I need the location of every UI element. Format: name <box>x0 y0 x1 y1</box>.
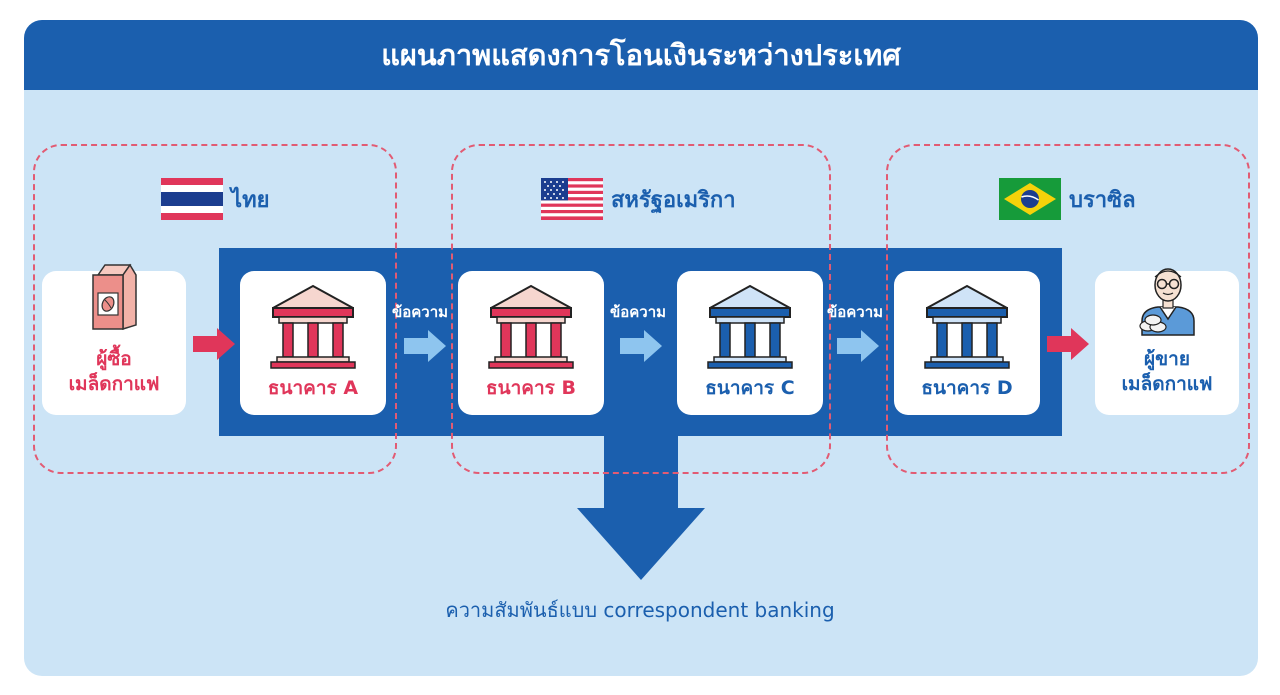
message-arrow-icon <box>837 330 879 362</box>
bank-building-icon <box>270 284 356 369</box>
seller-label-line1: ผู้ขาย <box>1144 348 1190 370</box>
buyer-card: ผู้ซื้อ เมล็ดกาแฟ <box>42 263 186 415</box>
message-arrow-icon <box>620 330 662 362</box>
bank-card-b: ธนาคาร B <box>458 271 604 415</box>
seller-icon <box>1139 268 1195 336</box>
country-name: ไทย <box>231 187 270 213</box>
diagram-title: แผนภาพแสดงการโอนเงินระหว่างประเทศ <box>24 20 1258 90</box>
region-usa <box>451 144 831 474</box>
region-thailand <box>33 144 397 474</box>
bank-card-c: ธนาคาร C <box>677 271 823 415</box>
country-name: บราซิล <box>1069 187 1136 213</box>
usa-flag-icon <box>541 178 603 220</box>
country-usa: สหรัฐอเมริกา <box>541 178 736 220</box>
arrow-right-icon <box>1047 328 1089 360</box>
bank-building-icon <box>707 284 793 369</box>
message-label: ข้อความ <box>827 303 884 321</box>
thailand-flag-icon <box>161 178 223 220</box>
bank-card-d: ธนาคาร D <box>894 271 1040 415</box>
country-thailand: ไทย <box>161 178 269 220</box>
bank-label: ธนาคาร B <box>486 377 576 399</box>
diagram-caption: ความสัมพันธ์แบบ correspondent banking <box>445 598 835 622</box>
bank-label: ธนาคาร C <box>705 377 795 399</box>
seller-label-line2: เมล็ดกาแฟ <box>1121 373 1213 395</box>
buyer-label-line1: ผู้ซื้อ <box>96 348 132 370</box>
bank-card-a: ธนาคาร A <box>240 271 386 415</box>
country-name: สหรัฐอเมริกา <box>611 187 736 213</box>
buyer-label-line2: เมล็ดกาแฟ <box>68 373 160 395</box>
coffee-bag-icon <box>92 263 137 331</box>
seller-card: ผู้ขาย เมล็ดกาแฟ <box>1095 268 1239 415</box>
brazil-flag-icon <box>999 178 1061 220</box>
bank-label: ธนาคาร D <box>921 377 1013 399</box>
message-label: ข้อความ <box>392 303 449 321</box>
message-label: ข้อความ <box>610 303 667 321</box>
country-brazil: บราซิล <box>999 178 1136 220</box>
bank-building-icon <box>488 284 574 369</box>
bank-building-icon <box>924 284 1010 369</box>
message-arrow-icon <box>404 330 446 362</box>
region-brazil <box>886 144 1250 474</box>
arrow-right-icon <box>193 328 235 360</box>
bank-label: ธนาคาร A <box>267 377 359 399</box>
